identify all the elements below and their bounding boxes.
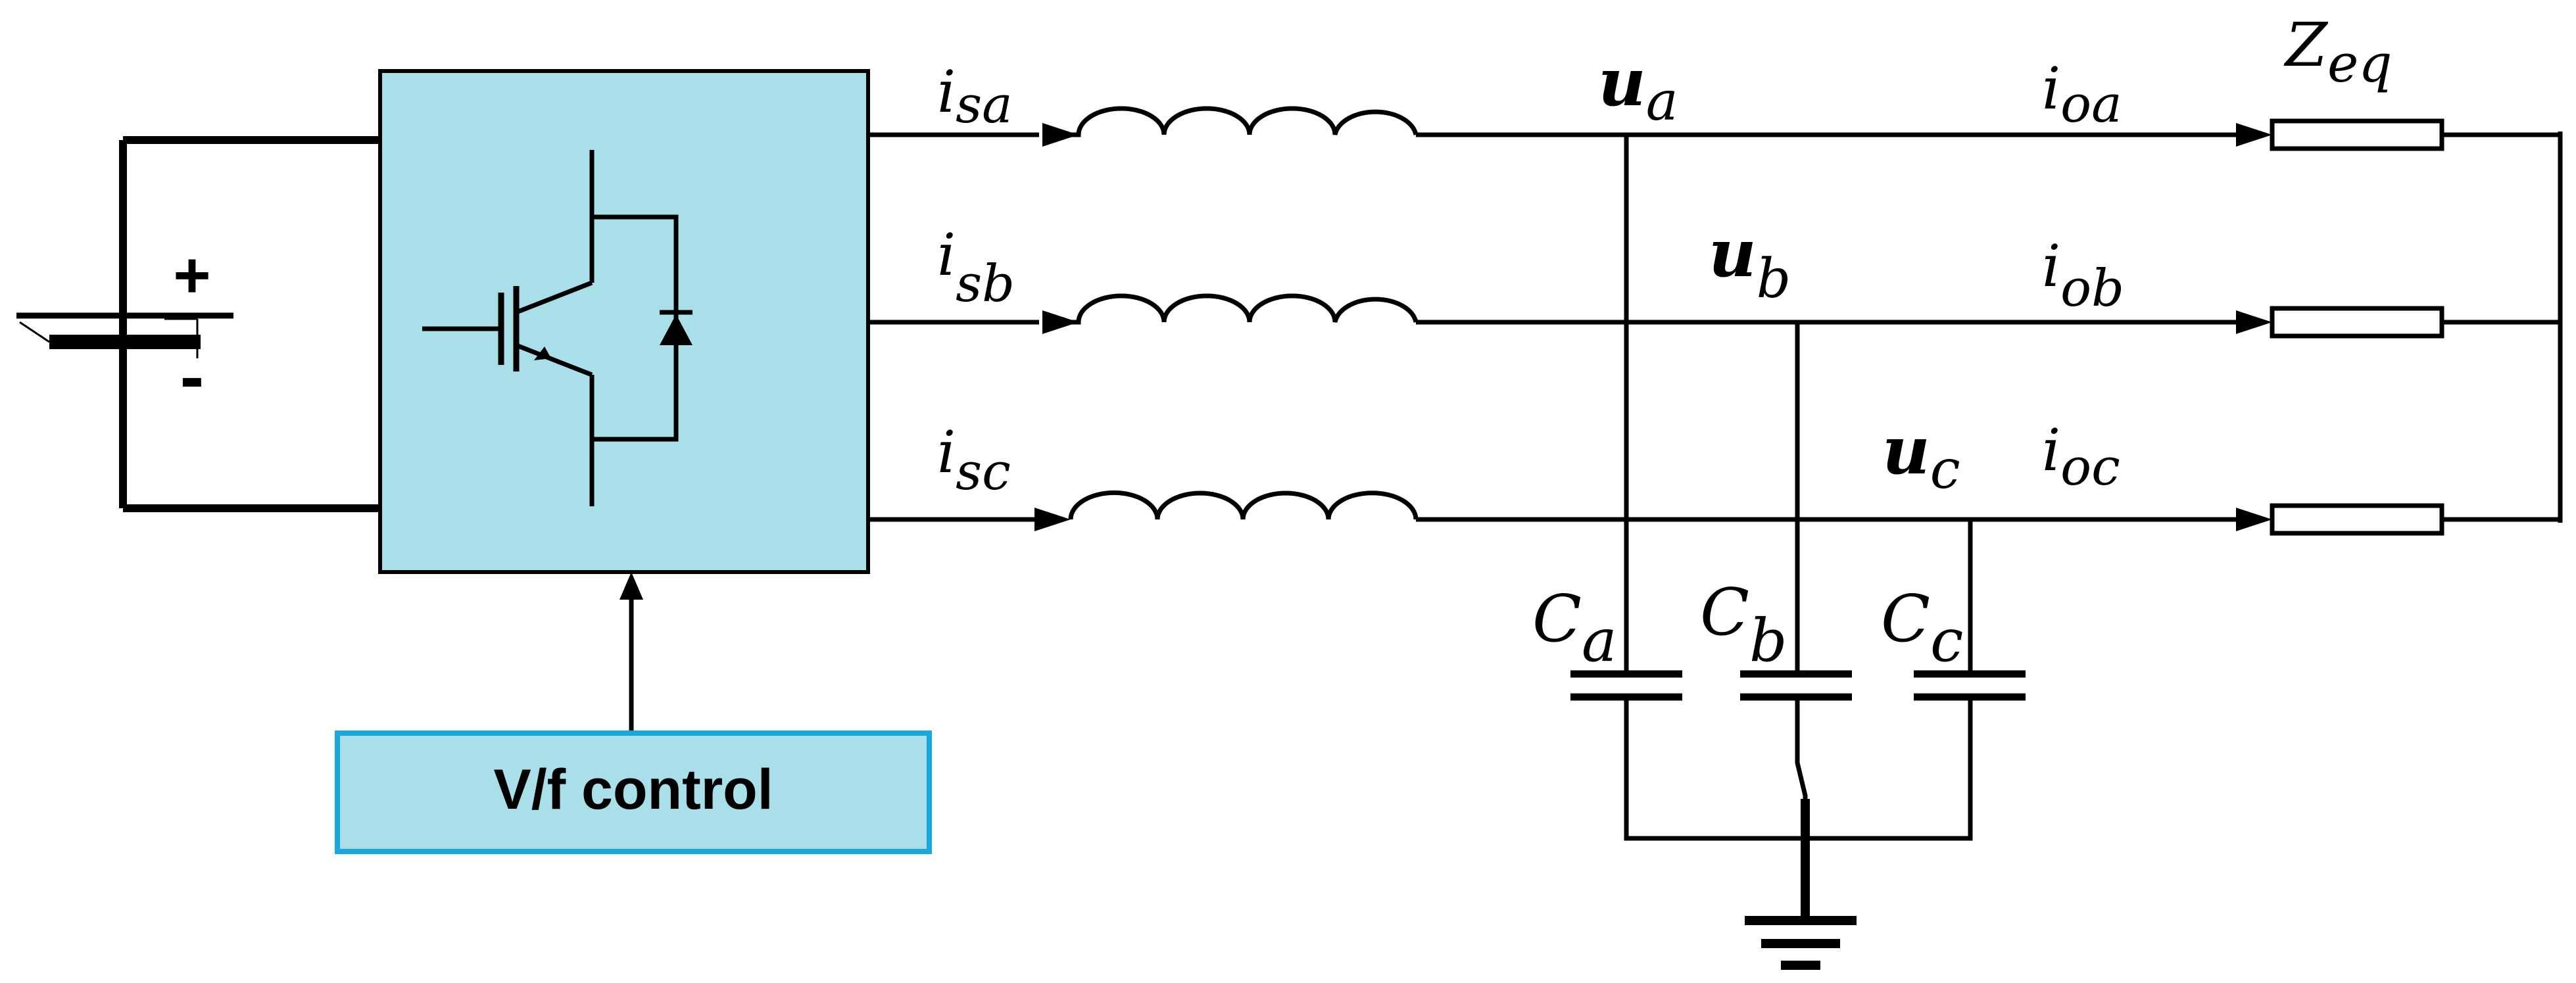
vf-control-label: V/f control bbox=[493, 758, 773, 821]
label-isb-sub: sb bbox=[956, 254, 1015, 314]
label-uc-sub: c bbox=[1930, 439, 1960, 501]
igbt-icon bbox=[422, 150, 595, 506]
label-isc-sub: sc bbox=[956, 443, 1011, 502]
label-cb-main: C bbox=[1700, 575, 1749, 650]
diode-icon bbox=[592, 214, 693, 442]
impedance-a-icon bbox=[2270, 118, 2444, 151]
inductor-c-icon bbox=[1068, 490, 1419, 520]
capacitor-bank bbox=[1570, 135, 2026, 970]
inverter-block bbox=[378, 69, 870, 574]
label-ca-sub: a bbox=[1582, 606, 1617, 675]
label-cc-main: C bbox=[1881, 582, 1930, 657]
label-isb: isb bbox=[937, 221, 1015, 314]
label-ub: ub bbox=[1709, 214, 1791, 310]
label-ua-main: u bbox=[1598, 43, 1646, 121]
battery-icon bbox=[16, 312, 233, 358]
label-cc: Cc bbox=[1881, 582, 1963, 675]
capacitor-a-icon bbox=[1570, 670, 1682, 701]
label-zeq: Zeq bbox=[2283, 10, 2393, 94]
label-isa-main: i bbox=[937, 58, 956, 126]
load-impedance bbox=[2270, 118, 2563, 536]
vf-control-block: V/f control bbox=[335, 572, 932, 854]
label-ioa-main: i bbox=[2042, 55, 2060, 122]
label-ub-main: u bbox=[1709, 214, 1757, 292]
label-ioc-sub: oc bbox=[2060, 438, 2120, 497]
label-uc-main: u bbox=[1882, 412, 1930, 489]
inverter-box bbox=[378, 69, 870, 574]
label-cb: Cb bbox=[1700, 575, 1787, 675]
label-iob: iob bbox=[2042, 232, 2124, 318]
impedance-c-icon bbox=[2270, 503, 2444, 536]
label-ioa-sub: oa bbox=[2060, 75, 2122, 134]
ground-icon bbox=[1745, 916, 1857, 970]
ioa-arrow-icon bbox=[2236, 123, 2272, 147]
label-isc-main: i bbox=[937, 418, 956, 486]
label-ub-sub: b bbox=[1757, 248, 1791, 310]
label-cb-sub: b bbox=[1749, 606, 1787, 675]
label-ca-main: C bbox=[1532, 582, 1582, 657]
capacitor-c-icon bbox=[1914, 670, 2026, 701]
label-isa-sub: sa bbox=[956, 76, 1013, 135]
isc-arrow-icon bbox=[1034, 508, 1071, 531]
isb-arrow-icon bbox=[1042, 310, 1079, 334]
ioc-arrow-icon bbox=[2236, 508, 2272, 531]
control-arrow-icon bbox=[620, 572, 643, 600]
label-cc-sub: c bbox=[1930, 606, 1963, 675]
label-isc: isc bbox=[937, 418, 1011, 502]
inductor-a-icon bbox=[1069, 106, 1419, 137]
phase-lines bbox=[868, 123, 2272, 531]
battery-minus-sign: - bbox=[180, 336, 205, 417]
capacitor-b-icon bbox=[1740, 670, 1852, 701]
label-uc: uc bbox=[1882, 412, 1960, 501]
label-isa: isa bbox=[937, 58, 1013, 135]
label-ua: ua bbox=[1598, 43, 1678, 133]
impedance-b-icon bbox=[2270, 306, 2444, 339]
iob-arrow-icon bbox=[2236, 310, 2272, 334]
battery-plus-sign: + bbox=[173, 239, 210, 311]
label-ioc-main: i bbox=[2042, 416, 2060, 484]
label-ua-sub: a bbox=[1646, 70, 1678, 133]
isa-arrow-icon bbox=[1042, 123, 1079, 147]
label-iob-main: i bbox=[2042, 232, 2060, 300]
label-isb-main: i bbox=[937, 221, 956, 289]
label-ca: Ca bbox=[1532, 582, 1617, 675]
label-ioa: ioa bbox=[2042, 55, 2122, 134]
label-ioc: ioc bbox=[2042, 416, 2120, 497]
label-zeq-main: Z bbox=[2283, 10, 2329, 80]
label-zeq-sub: eq bbox=[2327, 33, 2393, 94]
inductor-b-icon bbox=[1069, 293, 1419, 325]
dc-source: + - bbox=[16, 136, 381, 512]
vf-control-box bbox=[335, 731, 932, 854]
label-iob-sub: ob bbox=[2060, 259, 2124, 318]
